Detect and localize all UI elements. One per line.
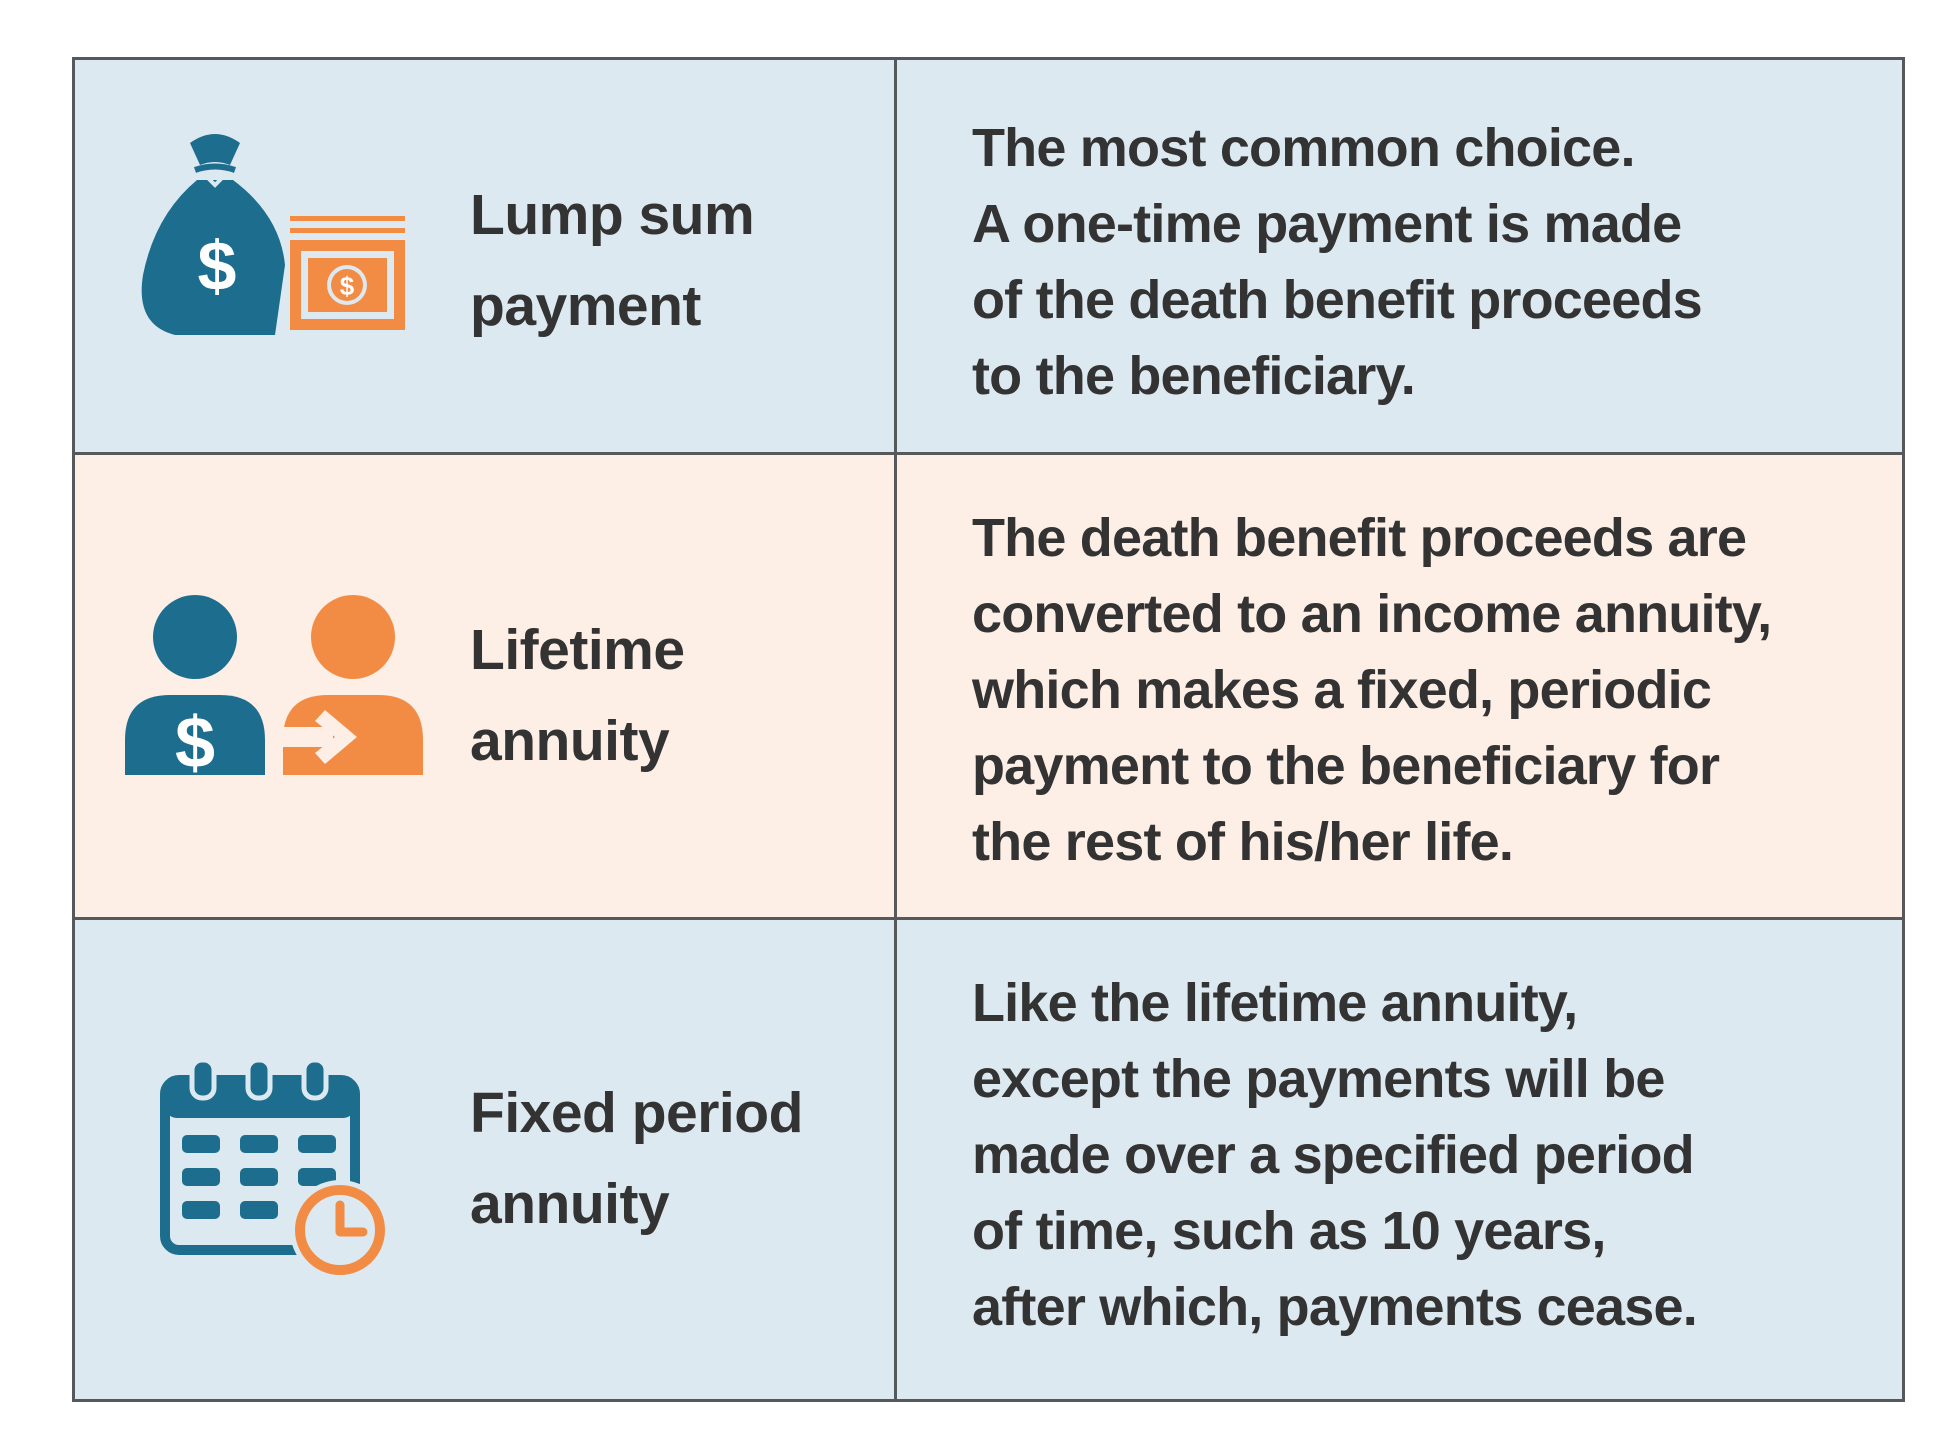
people-exchange-icon: $ [125, 595, 423, 775]
option-description: Like the lifetime annuity, except the pa… [972, 973, 1698, 1337]
option-description: The most common choice. A one-time payme… [972, 118, 1703, 406]
svg-text:$: $ [175, 703, 215, 775]
option-description: The death benefit proceeds are converted… [972, 508, 1772, 872]
option-label: Fixed period annuity [470, 1081, 803, 1236]
calendar-clock-icon [160, 1060, 390, 1280]
money-bag-and-bill-icon: $ $ [141, 134, 405, 335]
svg-text:$: $ [340, 271, 355, 301]
option-description-cell: The death benefit proceeds are converted… [897, 455, 1902, 920]
payout-options-table: $ $ Lump sum payment The most common cho… [72, 57, 1905, 1402]
option-cell-lump-sum: $ $ Lump sum payment [75, 60, 897, 455]
option-label: Lump sum payment [470, 183, 755, 338]
option-label: Lifetime annuity [470, 618, 685, 773]
svg-text:$: $ [198, 227, 237, 305]
option-cell-fixed-period-annuity: Fixed period annuity [75, 920, 897, 1399]
option-cell-lifetime-annuity: $ Lifetime annuity [75, 455, 897, 920]
option-description-cell: Like the lifetime annuity, except the pa… [897, 920, 1902, 1399]
option-description-cell: The most common choice. A one-time payme… [897, 60, 1902, 455]
